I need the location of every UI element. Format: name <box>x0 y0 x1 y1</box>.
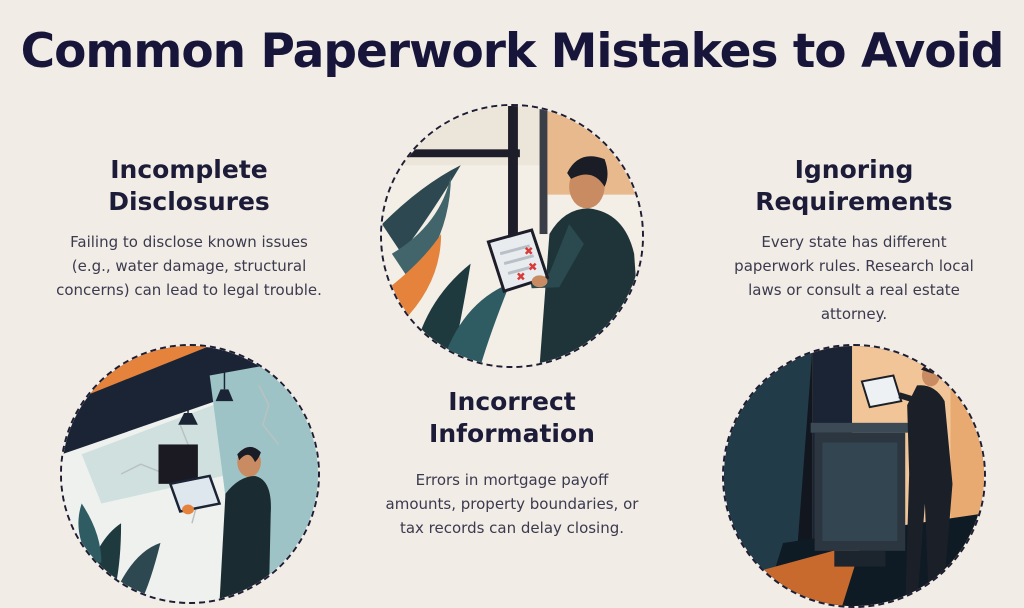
section-body: Errors in mortgage payoff amounts, prope… <box>385 471 639 537</box>
page-title: Common Paperwork Mistakes to Avoid <box>20 24 1005 79</box>
illustration-svg <box>724 346 984 606</box>
section-body: Failing to disclose known issues (e.g., … <box>56 233 322 299</box>
man-reviewing-checklist-illustration <box>380 104 644 368</box>
section-incorrect-information: Incorrect Information Errors in mortgage… <box>380 386 644 540</box>
section-heading: Incorrect Information <box>429 387 595 448</box>
man-inspecting-cracked-wall-illustration <box>60 344 320 604</box>
section-body: Every state has different paperwork rule… <box>734 233 974 323</box>
illustration-svg <box>62 346 318 602</box>
section-heading: Ignoring Requirements <box>755 155 953 216</box>
section-heading: Incomplete Disclosures <box>108 155 270 216</box>
section-incomplete-disclosures: Incomplete Disclosures Failing to disclo… <box>54 154 324 302</box>
man-reading-document-at-podium-illustration <box>722 344 986 608</box>
section-ignoring-requirements: Ignoring Requirements Every state has di… <box>720 154 988 326</box>
illustration-svg <box>382 106 642 366</box>
